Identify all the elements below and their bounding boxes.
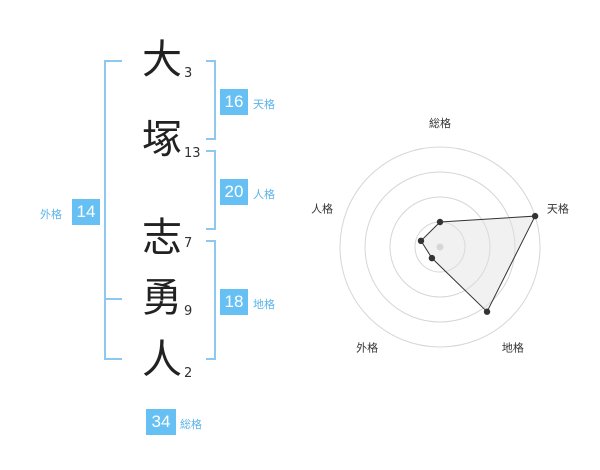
radar-axis-label-5: 人格	[311, 202, 333, 216]
radar-axis-label-1: 総格	[429, 116, 451, 130]
radar-center-dot	[436, 243, 444, 251]
name-char-2: 塚	[142, 117, 182, 163]
jinkaku-bracket-top	[206, 150, 216, 152]
radar-axis-label-2: 天格	[547, 202, 569, 216]
chikaku-bracket-top	[206, 240, 216, 242]
stroke-count-5: 2	[184, 366, 193, 381]
tenkaku-bracket-bottom	[206, 138, 216, 140]
radar-point-2	[531, 212, 539, 220]
radar-ring-3	[364, 171, 516, 323]
jinkaku-bracket-vertical	[214, 150, 216, 230]
jinkaku-label: 人格	[253, 188, 275, 201]
gaikaku-bracket-vertical	[104, 60, 106, 360]
name-char-5: 人	[142, 337, 182, 383]
stroke-count-2: 13	[184, 146, 201, 161]
radar-point-4	[428, 254, 436, 262]
name-char-3: 志	[142, 215, 182, 261]
gaikaku-bracket-bottom	[104, 358, 122, 360]
radar-point-5	[417, 237, 425, 245]
tenkaku-bracket-vertical	[214, 60, 216, 140]
tenkaku-label: 天格	[253, 98, 275, 111]
chikaku-bracket-bottom	[206, 358, 216, 360]
jinkaku-bracket-bottom	[206, 228, 216, 230]
stroke-count-4: 9	[184, 304, 193, 319]
gaikaku-bracket-mid-tick	[104, 298, 122, 300]
radar-axis-label-4: 外格	[356, 340, 378, 354]
stroke-count-1: 3	[184, 66, 193, 81]
radar-ring-2	[389, 196, 491, 298]
stroke-count-3: 7	[184, 236, 193, 251]
chikaku-bracket-vertical	[214, 240, 216, 360]
tenkaku-badge: 16	[220, 89, 248, 115]
name-char-1: 大	[142, 37, 182, 83]
jinkaku-badge: 20	[220, 179, 248, 205]
radar-ring-4	[339, 146, 541, 348]
soukaku-label: 総格	[180, 418, 202, 431]
gaikaku-label: 外格	[40, 208, 62, 221]
soukaku-badge: 34	[146, 409, 176, 435]
gaikaku-bracket-top	[104, 60, 122, 62]
chikaku-label: 地格	[253, 298, 275, 311]
radar-point-1	[436, 218, 444, 226]
radar-point-3	[483, 308, 491, 315]
name-char-4: 勇	[142, 275, 182, 321]
chikaku-badge: 18	[220, 289, 248, 315]
tenkaku-bracket-top	[206, 60, 216, 62]
gaikaku-badge: 14	[72, 199, 100, 225]
radar-polygon	[420, 215, 536, 313]
radar-axis-label-3: 地格	[502, 340, 524, 354]
